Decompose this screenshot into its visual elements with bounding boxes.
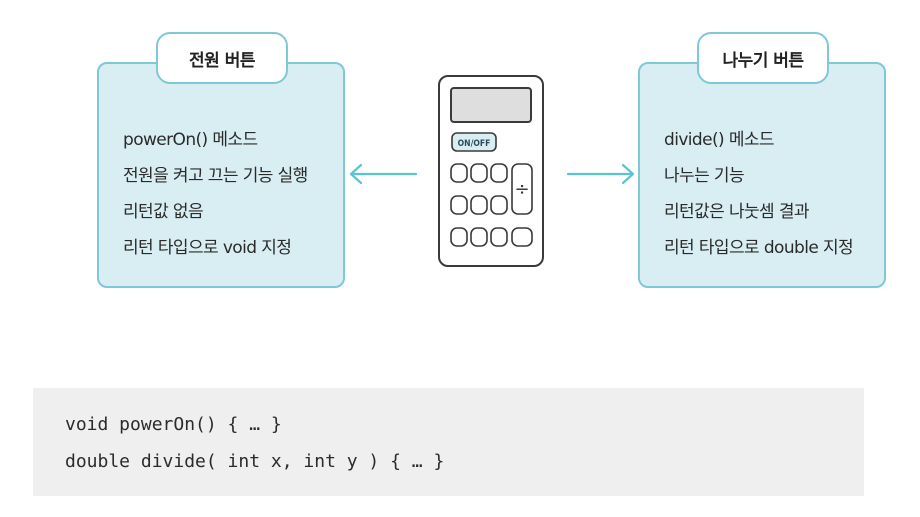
power-button-description: powerOn() 메소드 전원을 켜고 끄는 기능 실행 리턴값 없음 리턴 …: [123, 122, 308, 266]
calculator-key: [490, 227, 508, 247]
divide-button-title: 나누기 버튼: [697, 32, 829, 84]
calculator-key: [470, 227, 488, 247]
code-line-poweron: void powerOn() { … }: [65, 414, 282, 435]
power-method-name: powerOn() 메소드: [123, 130, 258, 150]
divide-method-return-type: 리턴 타입으로 double 지정: [664, 238, 854, 258]
calculator-key: [450, 163, 468, 183]
divide-method-return: 리턴값은 나눗셈 결과: [664, 202, 810, 222]
calculator-key: [490, 195, 508, 215]
power-button-info-box: powerOn() 메소드 전원을 켜고 끄는 기능 실행 리턴값 없음 리턴 …: [97, 62, 345, 288]
calculator-screen: [450, 87, 532, 123]
divide-button-info-box: divide() 메소드 나누는 기능 리턴값은 나눗셈 결과 리턴 타입으로 …: [638, 62, 886, 288]
divide-key-symbol: ÷: [514, 179, 529, 200]
power-method-return: 리턴값 없음: [123, 202, 204, 222]
on-off-button-label: ON/OFF: [458, 139, 491, 149]
code-line-divide: double divide( int x, int y ) { … }: [65, 451, 445, 472]
calculator-key: [450, 227, 468, 247]
left-arrow-icon: [349, 163, 418, 185]
power-method-function: 전원을 켜고 끄는 기능 실행: [123, 166, 308, 186]
power-button-title: 전원 버튼: [156, 32, 288, 84]
code-block: void powerOn() { … } double divide( int …: [33, 388, 864, 496]
divide-key-shape: [511, 163, 533, 215]
calculator-key: [470, 163, 488, 183]
power-method-return-type: 리턴 타입으로 void 지정: [123, 238, 292, 258]
right-arrow-icon: [566, 163, 635, 185]
divide-button-description: divide() 메소드 나누는 기능 리턴값은 나눗셈 결과 리턴 타입으로 …: [664, 122, 854, 266]
divide-method-function: 나누는 기능: [664, 166, 745, 186]
calculator-key: [490, 163, 508, 183]
on-off-button-shape: [451, 132, 497, 152]
calculator-key: [511, 227, 533, 247]
calculator-illustration: ON/OFF ÷: [438, 75, 544, 267]
calculator-key: [450, 195, 468, 215]
divide-method-name: divide() 메소드: [664, 130, 775, 150]
calculator-key: [470, 195, 488, 215]
